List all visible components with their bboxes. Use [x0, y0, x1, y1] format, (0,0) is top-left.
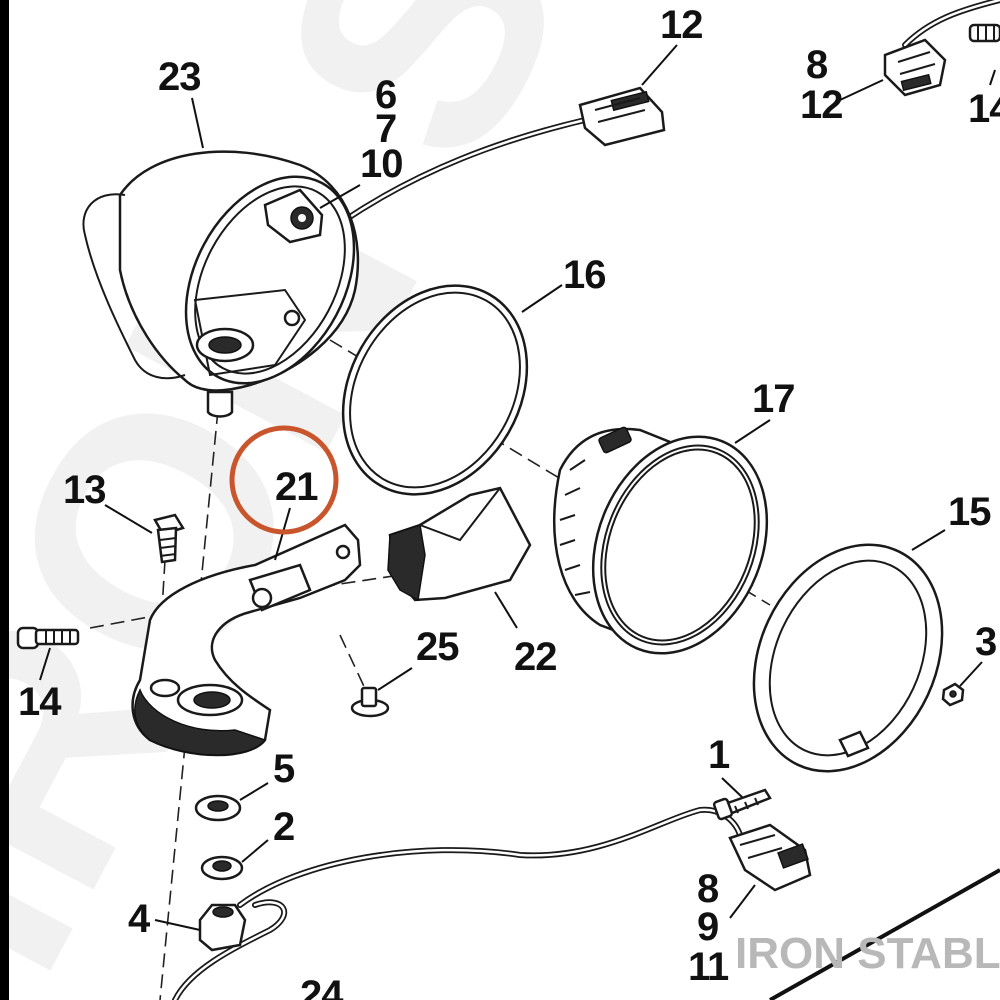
callout-numbers: 12 8 12 14 23 6 7 10 16 17 13 21 15 14 2… — [18, 3, 1000, 1000]
screw-14-left — [16, 626, 80, 650]
axis-pin-25 — [339, 634, 369, 696]
mounting-bracket — [131, 523, 362, 757]
callout-4: 4 — [128, 897, 151, 941]
axis-bracket-22 — [299, 574, 401, 591]
callout-6: 6 — [375, 73, 396, 117]
callout-14-top: 14 — [968, 87, 1000, 131]
leader-lines — [39, 44, 996, 931]
callout-22: 22 — [514, 635, 557, 679]
nut-4 — [198, 903, 247, 952]
callout-12-right: 12 — [800, 83, 843, 127]
clamp-bracket — [387, 486, 532, 602]
watermark-text: IRON STABLE — [735, 929, 1000, 978]
small-nut — [941, 682, 965, 707]
callout-14-left: 14 — [18, 680, 62, 724]
left-frame-edge — [0, 0, 9, 1000]
callout-7: 7 — [375, 107, 396, 151]
corner-diagonal-line — [769, 868, 1000, 1000]
callout-9: 9 — [697, 905, 718, 949]
upper-wire-harness — [342, 117, 588, 223]
washer-2 — [200, 855, 244, 881]
callout-8-bottom: 8 — [697, 867, 719, 911]
housing-wire-loop — [82, 193, 186, 380]
axis-bolt-13 — [161, 559, 166, 611]
top-right-connector — [883, 38, 947, 97]
pin-25 — [350, 686, 390, 718]
callout-12-top: 12 — [660, 3, 703, 47]
callout-5: 5 — [273, 747, 295, 791]
led-lamp-unit — [553, 426, 769, 655]
callout-17: 17 — [752, 377, 795, 421]
callout-2: 2 — [273, 805, 294, 849]
callout-16: 16 — [563, 253, 606, 297]
bottom-connector — [728, 823, 812, 892]
lower-wire — [237, 806, 743, 908]
seal-ring — [341, 284, 529, 496]
washer-5 — [194, 794, 242, 822]
callout-10: 10 — [360, 142, 403, 186]
highlight-circle — [229, 425, 339, 535]
socket-connector — [263, 188, 324, 244]
callout-1: 1 — [708, 733, 730, 777]
callout-23: 23 — [158, 55, 201, 99]
screw-top-right — [968, 23, 1000, 43]
callout-13: 13 — [63, 468, 106, 512]
top-connector-12 — [578, 86, 666, 147]
bolt-13 — [153, 513, 185, 564]
callout-3: 3 — [975, 620, 996, 664]
callout-8-top: 8 — [806, 43, 828, 87]
callout-25: 25 — [416, 625, 459, 669]
lower-wire-harness — [172, 806, 743, 1000]
screw-1 — [712, 788, 772, 821]
callout-11: 11 — [688, 945, 729, 989]
callout-24: 24 — [300, 973, 344, 1000]
callout-15: 15 — [948, 490, 991, 534]
callout-21: 21 — [275, 465, 318, 509]
trim-ring — [752, 543, 944, 773]
